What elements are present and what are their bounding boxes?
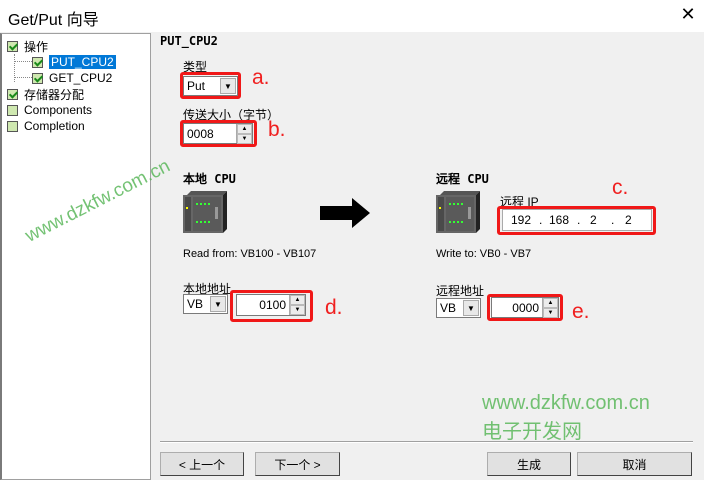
tree-item-label: GET_CPU2 (49, 71, 113, 85)
ip-separator: . (577, 213, 581, 227)
local-area-value: VB (187, 297, 204, 311)
remote-area-select[interactable]: VB ▼ (436, 298, 481, 318)
type-value: Put (187, 79, 206, 93)
prev-button[interactable]: < 上一个 (160, 452, 244, 476)
tree-item-label: PUT_CPU2 (49, 55, 116, 69)
remote-ip-input[interactable]: 192 . 168 . 2 . 2 (502, 209, 652, 231)
remote-ip-label: 远程 IP (500, 195, 539, 209)
type-select[interactable]: Put ▼ (183, 76, 238, 96)
title-bar: Get/Put 向导 ✕ (0, 0, 704, 32)
checkbox-icon[interactable] (32, 72, 43, 84)
wizard-tree[interactable]: 操作 PUT_CPU2 GET_CPU2 存储器分配 Components Co… (0, 33, 151, 480)
plc-cpu-icon (183, 191, 227, 233)
annotation-box-b (180, 120, 257, 147)
tree-item-put-cpu2[interactable]: PUT_CPU2 (32, 54, 116, 70)
down-arrow-icon[interactable]: ▼ (290, 305, 305, 315)
window-title: Get/Put 向导 (8, 12, 99, 29)
tree-item-get-cpu2[interactable]: GET_CPU2 (32, 70, 112, 86)
down-arrow-icon[interactable]: ▼ (543, 308, 558, 318)
ip-octet-4[interactable]: 2 (625, 213, 632, 227)
checkbox-icon[interactable] (7, 88, 18, 100)
up-arrow-icon[interactable]: ▲ (543, 298, 558, 308)
annotation-b: b. (268, 118, 286, 141)
tree-item-label: Components (24, 103, 93, 117)
chevron-down-icon[interactable]: ▼ (210, 296, 226, 312)
tree-item-operation[interactable]: 操作 (7, 38, 48, 54)
annotation-e: e. (572, 300, 590, 323)
remote-address-stepper[interactable]: 0000 ▲▼ (491, 297, 559, 318)
tree-item-label: Completion (24, 119, 85, 133)
chevron-down-icon[interactable]: ▼ (463, 300, 479, 316)
separator (160, 441, 693, 443)
annotation-box-e (487, 294, 563, 321)
generate-button[interactable]: 生成 (487, 452, 571, 476)
remote-address-value: 0000 (512, 300, 539, 315)
page-heading: PUT_CPU2 (160, 34, 218, 48)
down-arrow-icon[interactable]: ▼ (237, 134, 252, 144)
watermark-site: 电子开发网 (482, 421, 582, 443)
tree-line (14, 61, 32, 62)
checkbox-icon[interactable] (7, 120, 18, 132)
chevron-down-icon[interactable]: ▼ (220, 78, 236, 94)
type-label: 类型 (183, 60, 208, 74)
local-area-select[interactable]: VB ▼ (183, 294, 228, 314)
cancel-button[interactable]: 取消 (577, 452, 692, 476)
tree-item-completion[interactable]: Completion (7, 118, 85, 134)
checkbox-icon[interactable] (32, 56, 43, 68)
up-arrow-icon[interactable]: ▲ (237, 124, 252, 134)
tree-item-memory[interactable]: 存储器分配 (7, 86, 84, 102)
tree-line (14, 54, 15, 82)
ip-octet-3[interactable]: 2 (590, 213, 597, 227)
local-address-label: 本地地址 (183, 282, 232, 296)
tree-item-label: 存储器分配 (24, 87, 85, 102)
local-address-value: 0100 (259, 298, 286, 312)
remote-area-value: VB (440, 301, 457, 315)
annotation-a: a. (252, 66, 270, 89)
local-cpu-heading: 本地 CPU (183, 172, 236, 186)
tree-line (14, 77, 32, 78)
size-label: 传送大小（字节） (183, 108, 280, 122)
local-address-stepper[interactable]: 0100 ▲▼ (236, 294, 306, 316)
checkbox-icon[interactable] (7, 40, 18, 52)
annotation-box-d (230, 290, 313, 322)
watermark-url: www.dzkfw.com.cn (482, 392, 650, 414)
annotation-box-c (497, 206, 656, 235)
close-icon[interactable]: ✕ (680, 4, 696, 24)
arrow-right-icon (320, 198, 370, 228)
ip-separator: . (539, 213, 543, 227)
up-arrow-icon[interactable]: ▲ (290, 295, 305, 305)
checkbox-icon[interactable] (7, 104, 18, 116)
tree-item-components[interactable]: Components (7, 102, 92, 118)
annotation-d: d. (325, 296, 343, 319)
plc-cpu-icon (436, 191, 480, 233)
remote-address-label: 远程地址 (436, 284, 485, 298)
annotation-box-a (180, 72, 241, 99)
ip-octet-2[interactable]: 168 (549, 213, 570, 227)
size-stepper[interactable]: 0008 ▲▼ (183, 123, 253, 144)
remote-write-range: Write to: VB0 - VB7 (436, 248, 532, 260)
tree-item-label: 操作 (24, 39, 49, 54)
next-button[interactable]: 下一个 > (255, 452, 340, 476)
ip-octet-1[interactable]: 192 (511, 213, 532, 227)
annotation-c: c. (612, 176, 629, 199)
size-value: 0008 (187, 126, 214, 141)
local-read-range: Read from: VB100 - VB107 (183, 248, 317, 260)
ip-separator: . (611, 213, 615, 227)
remote-cpu-heading: 远程 CPU (436, 172, 489, 186)
